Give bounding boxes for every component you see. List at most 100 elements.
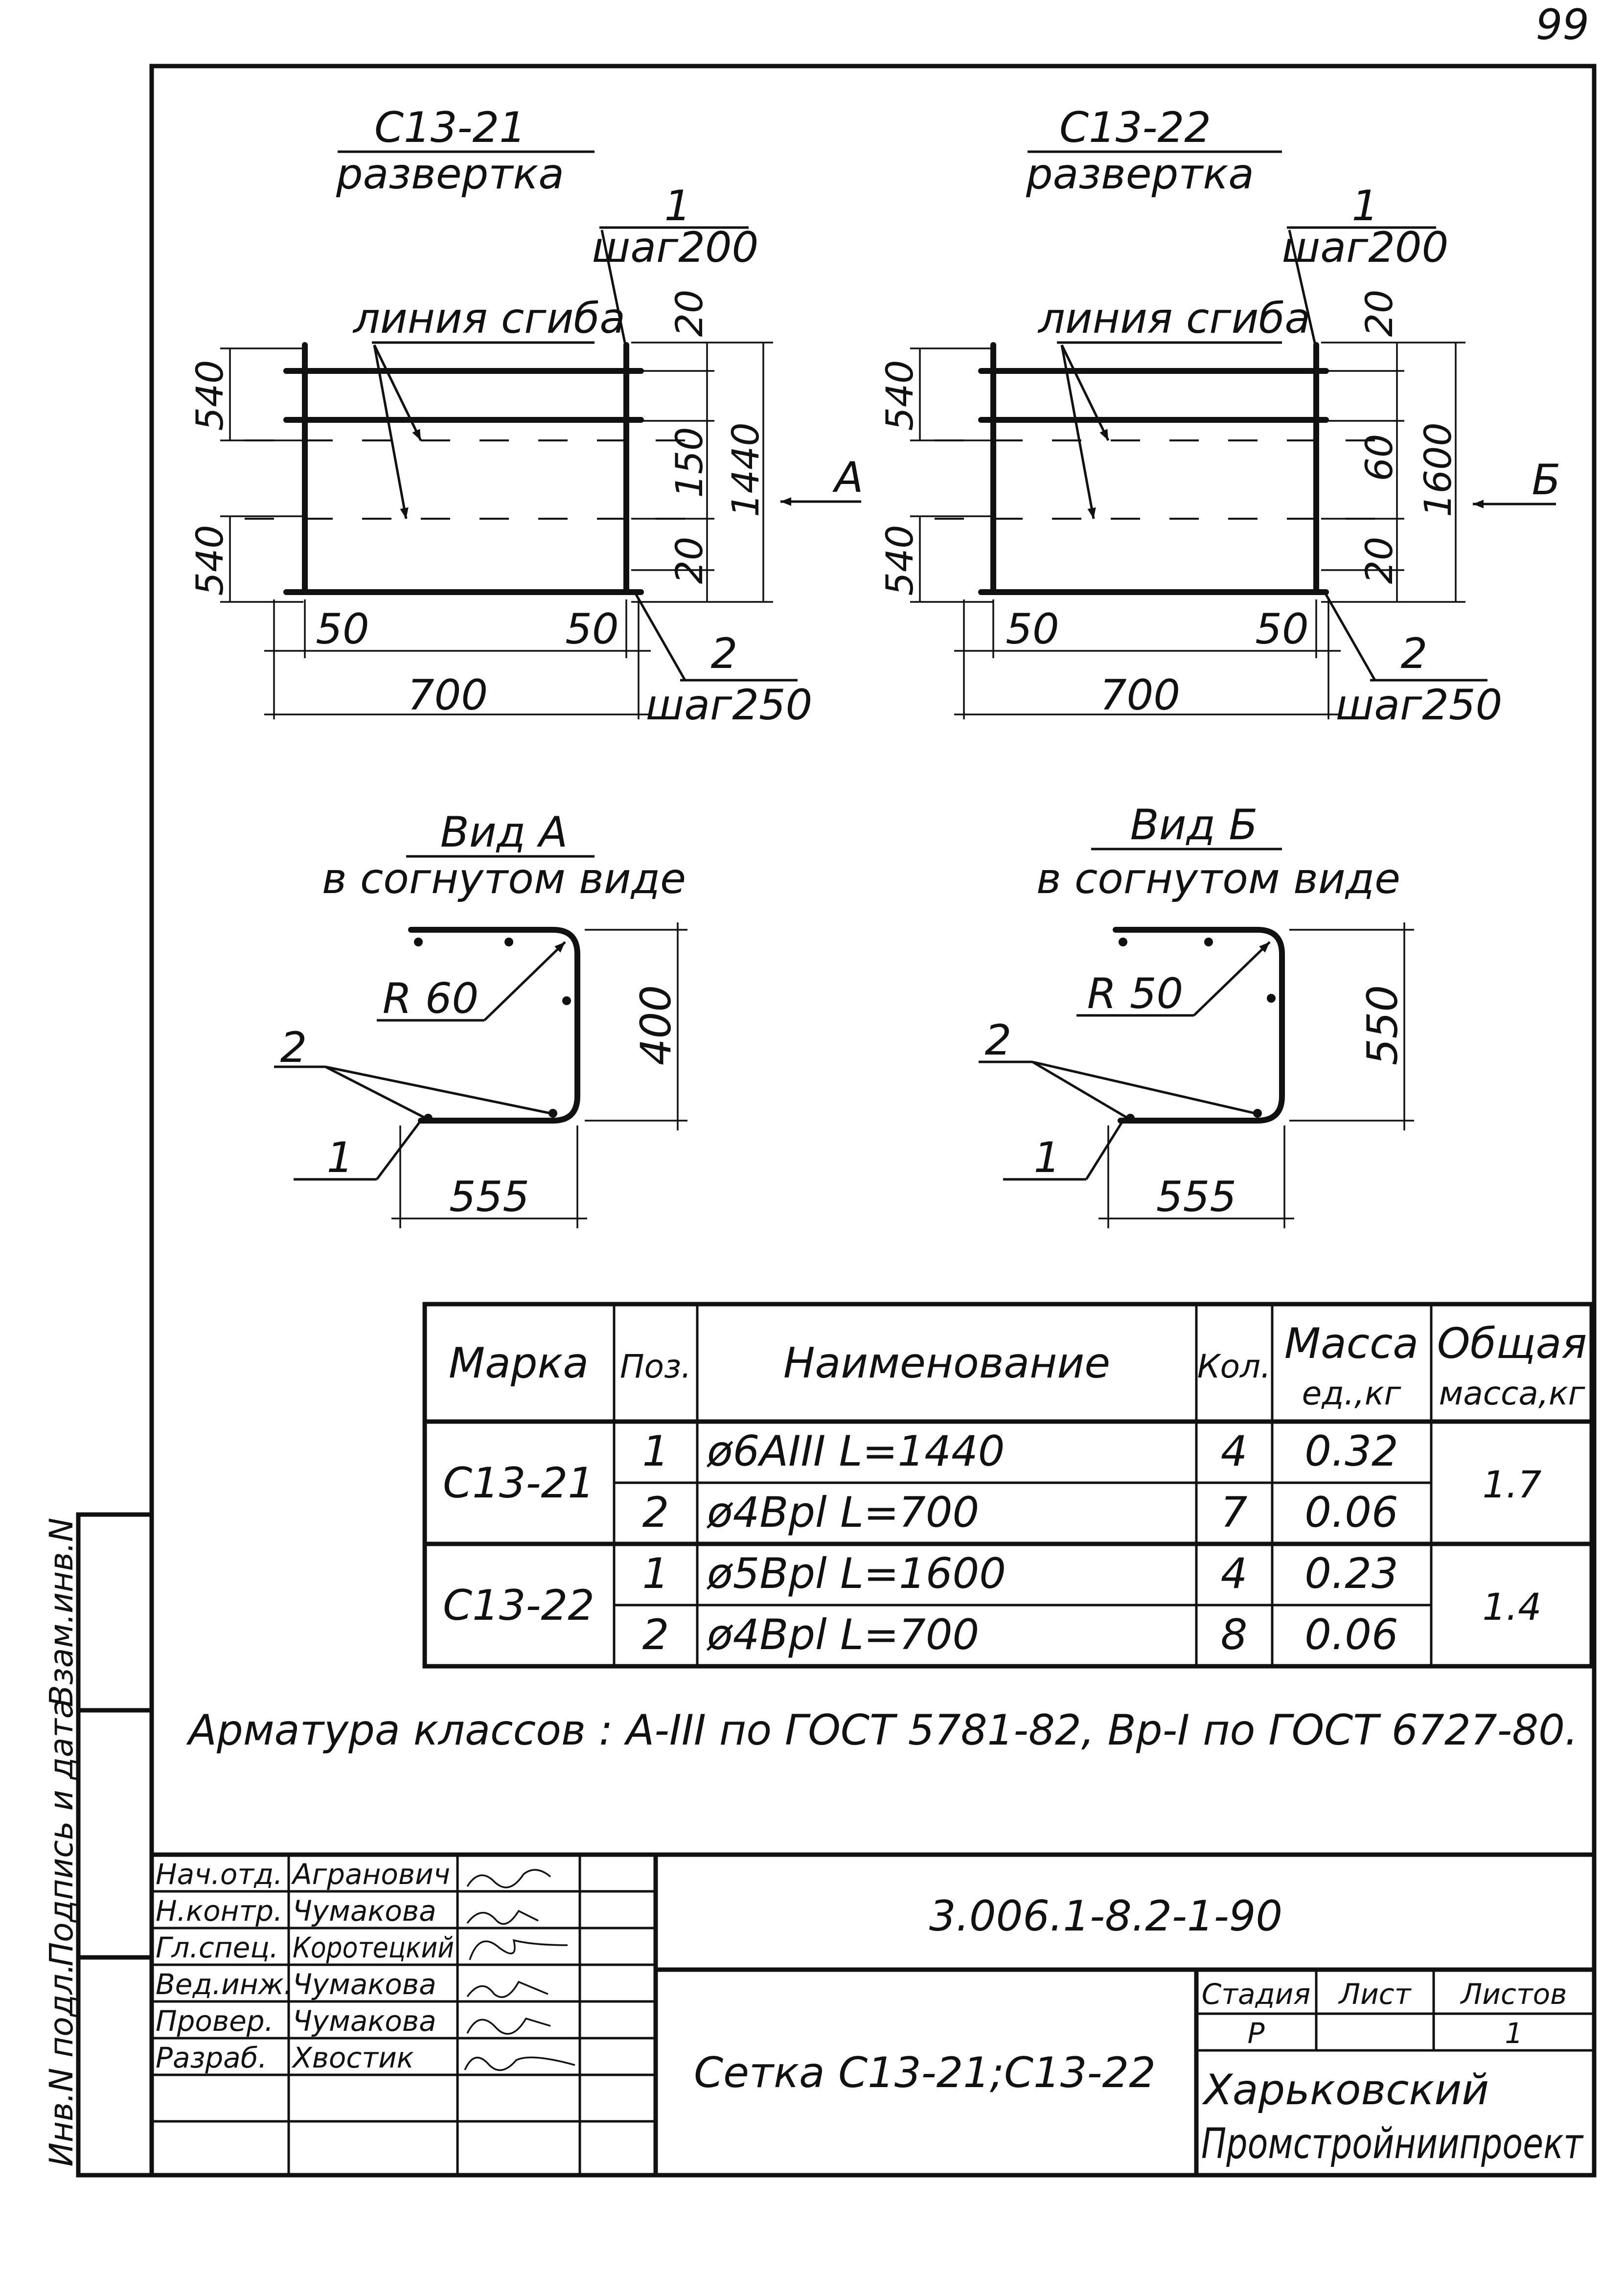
th-total-mass-2: масса,кг: [1439, 1375, 1585, 1412]
view-b-title: Вид Б: [1130, 801, 1258, 850]
qty-cell: 4: [1221, 1427, 1248, 1476]
mark-cell: С13-21: [443, 1459, 595, 1508]
name-cell: Коротецкий: [293, 1931, 454, 1964]
total-mass-cell: 1.7: [1483, 1463, 1542, 1506]
dim-150: 150: [667, 427, 711, 498]
side-label-sign-date: Подпись и дата: [43, 1699, 80, 1967]
unit-mass-cell: 0.23: [1304, 1549, 1398, 1598]
name-cell: Хвостик: [291, 2041, 414, 2074]
role-cell: Н.контр.: [156, 1894, 283, 1928]
view-arrow-a: А: [832, 453, 864, 502]
leader-pos-1: 1: [664, 182, 691, 230]
organization-line-2: Промстройниипроект: [1201, 2119, 1584, 2168]
dim-1440: 1440: [724, 422, 767, 517]
view-b-width: 555: [1156, 1172, 1236, 1221]
unit-mass-cell: 0.06: [1304, 1488, 1398, 1537]
step-250: шаг250: [1336, 681, 1503, 730]
unit-mass-cell: 0.32: [1304, 1427, 1398, 1476]
view-b-pos-1: 1: [1034, 1133, 1061, 1182]
view-b-radius: R 50: [1087, 969, 1184, 1018]
side-label-inv-orig: Инв.N подл.: [43, 1963, 80, 2166]
pos-cell: 1: [642, 1549, 669, 1598]
view-a-radius: R 60: [383, 974, 479, 1023]
step-200: шаг200: [1282, 223, 1449, 272]
view-a-title: Вид А: [440, 808, 568, 857]
th-pos: Поз.: [620, 1348, 691, 1385]
drawing-frame: [149, 64, 1597, 2178]
sheet-label: Лист: [1338, 1977, 1412, 2011]
step-250: шаг250: [646, 681, 813, 730]
th-total-mass-1: Общая: [1437, 1319, 1587, 1368]
name-cell: Чумакова: [293, 1894, 436, 1928]
mark-title-c13-22: С13-22: [1059, 103, 1211, 152]
dim-50-right: 50: [565, 605, 618, 654]
th-qty: Кол.: [1197, 1348, 1271, 1385]
view-a-pos-2: 2: [280, 1023, 307, 1072]
step-200: шаг200: [592, 223, 759, 272]
name-cell: ø6AIII L=1440: [706, 1427, 1005, 1476]
role-cell: Провер.: [156, 2004, 274, 2038]
name-cell: ø4Bpl L=700: [706, 1610, 979, 1659]
unfold-caption: развертка: [1026, 150, 1254, 199]
dim-540-bottom: 540: [878, 525, 921, 596]
dim-50-right: 50: [1255, 605, 1308, 654]
stage-value: Р: [1248, 2017, 1265, 2050]
th-name: Наименование: [783, 1339, 1110, 1388]
pos-cell: 1: [642, 1427, 669, 1476]
bent-view-b: Вид Б в согнутом виде 550 R 50 2 1 555: [979, 801, 1414, 1228]
bent-view-a: Вид А в согнутом виде 400 R 60 2 1 555: [274, 808, 687, 1228]
sheets-value: 1: [1505, 2017, 1523, 2050]
pos-cell: 2: [642, 1488, 669, 1537]
dim-20-bottom: 20: [1357, 537, 1401, 584]
role-cell: Гл.спец.: [156, 1931, 278, 1964]
view-a-height: 400: [632, 985, 681, 1065]
leader-pos-2: 2: [711, 629, 738, 678]
dim-50-left: 50: [316, 605, 369, 654]
leader-pos-2: 2: [1401, 629, 1428, 678]
signatures: [464, 1869, 575, 2071]
title-block: Нач.отд. Агранович Н.контр. Чумакова Гл.…: [152, 1852, 1594, 2175]
dim-700: 700: [1100, 671, 1180, 720]
th-unit-mass-2: ед.,кг: [1302, 1375, 1401, 1412]
document-title: Сетка С13-21;С13-22: [694, 2048, 1156, 2097]
role-cell: Нач.отд.: [156, 1858, 283, 1891]
mark-cell: С13-22: [443, 1581, 595, 1630]
dim-700: 700: [408, 671, 488, 720]
th-unit-mass-1: Масса: [1284, 1319, 1418, 1368]
sheets-label: Листов: [1460, 1977, 1567, 2011]
pos-cell: 2: [642, 1610, 669, 1659]
dim-540-bottom: 540: [188, 525, 231, 596]
qty-cell: 8: [1221, 1610, 1248, 1659]
total-mass-cell: 1.4: [1483, 1585, 1542, 1629]
sheet-number: 99: [1536, 0, 1589, 49]
qty-cell: 7: [1221, 1488, 1248, 1537]
dim-20-bottom: 20: [667, 537, 711, 584]
view-a-width: 555: [449, 1172, 529, 1221]
bend-line-label: линия сгиба: [352, 294, 625, 343]
view-a-subtitle: в согнутом виде: [322, 854, 686, 903]
view-b-pos-2: 2: [985, 1016, 1012, 1065]
unfold-drawing-c13-22: С13-22 развертка 540 540 20 60 20 1600 Б…: [878, 103, 1561, 730]
name-cell: Агранович: [291, 1858, 450, 1891]
unfold-drawing-c13-21: С13-21 развертка 540 540 20 150 20: [188, 103, 863, 730]
dim-60: 60: [1357, 434, 1401, 482]
name-cell: Чумакова: [293, 1968, 436, 2001]
view-arrow-b: Б: [1532, 456, 1561, 505]
th-mark: Марка: [449, 1339, 589, 1388]
unfold-caption: развертка: [336, 150, 564, 199]
view-b-subtitle: в согнутом виде: [1036, 854, 1400, 903]
side-label-inv-sub: Взам.инв.N: [43, 1518, 80, 1707]
dim-540-top: 540: [188, 360, 231, 431]
view-a-pos-1: 1: [327, 1133, 354, 1182]
dim-1600: 1600: [1416, 422, 1460, 517]
mark-title-c13-21: С13-21: [374, 103, 526, 152]
unit-mass-cell: 0.06: [1304, 1610, 1398, 1659]
specification-table: Марка Поз. Наименование Кол. Масса ед.,к…: [422, 1302, 1594, 1669]
document-code: 3.006.1-8.2-1-90: [929, 1892, 1282, 1941]
role-cell: Вед.инж.: [156, 1968, 293, 2001]
side-stamp: Взам.инв.N Подпись и дата Инв.N подл.: [43, 1512, 152, 2178]
bend-line-label: линия сгиба: [1037, 294, 1310, 343]
dim-20-top: 20: [1357, 290, 1401, 337]
reinforcement-note: Арматура классов : A-III по ГОСТ 5781-82…: [186, 1706, 1578, 1755]
